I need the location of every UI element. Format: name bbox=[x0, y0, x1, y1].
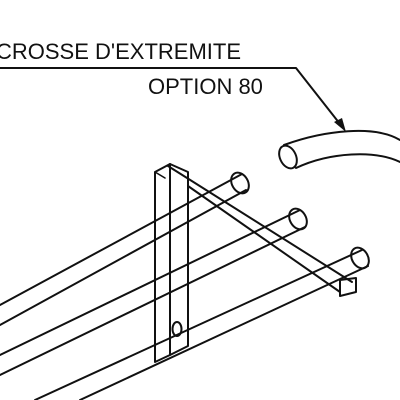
rail-3 bbox=[34, 246, 370, 400]
rail-1 bbox=[0, 171, 250, 326]
callout-leader bbox=[0, 67, 346, 132]
rail-2 bbox=[0, 207, 308, 376]
callout-label-option: OPTION 80 bbox=[148, 74, 263, 99]
callout-label-part: CROSSE D'EXTREMITE bbox=[0, 39, 241, 64]
end-cross-tube bbox=[278, 129, 400, 170]
support-arm bbox=[167, 165, 357, 297]
wall-bracket bbox=[154, 163, 189, 363]
bracket-hole bbox=[171, 321, 183, 337]
